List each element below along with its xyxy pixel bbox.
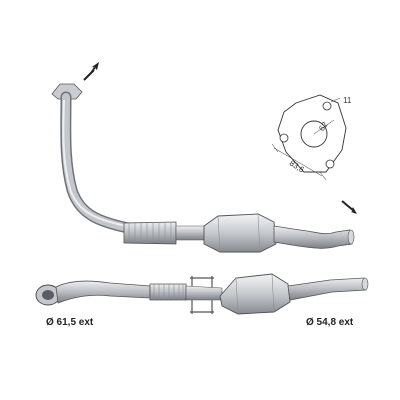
inlet-diameter-label: Ø 61,5 ext: [46, 317, 94, 328]
bottom-tail-pipe: [287, 277, 367, 301]
hanger-bracket: [190, 276, 214, 314]
flange-bolt-hole: [325, 159, 335, 169]
flange-detail: 11 62 83,6: [271, 94, 352, 181]
direction-arrow-icon: [341, 200, 357, 214]
direction-arrow-icon: [83, 62, 99, 81]
top-tail-pipe: [273, 225, 353, 249]
outlet-diameter-label: Ø 54,8 ext: [306, 317, 354, 328]
bottom-pipe-assembly: [35, 273, 369, 315]
bottom-flex-joint: [149, 283, 187, 301]
top-flex-joint: [123, 221, 177, 245]
flange-bolt-hole: [322, 101, 332, 111]
top-inlet-flange: [51, 83, 83, 100]
top-catalytic-converter: [203, 213, 277, 253]
top-pipe-assembly: [51, 83, 355, 253]
flange-dim-hole: 11: [343, 96, 352, 105]
top-down-pipe: [60, 91, 134, 234]
bottom-catalytic-converter: [219, 273, 291, 315]
flange-bolt-hole: [279, 133, 289, 143]
